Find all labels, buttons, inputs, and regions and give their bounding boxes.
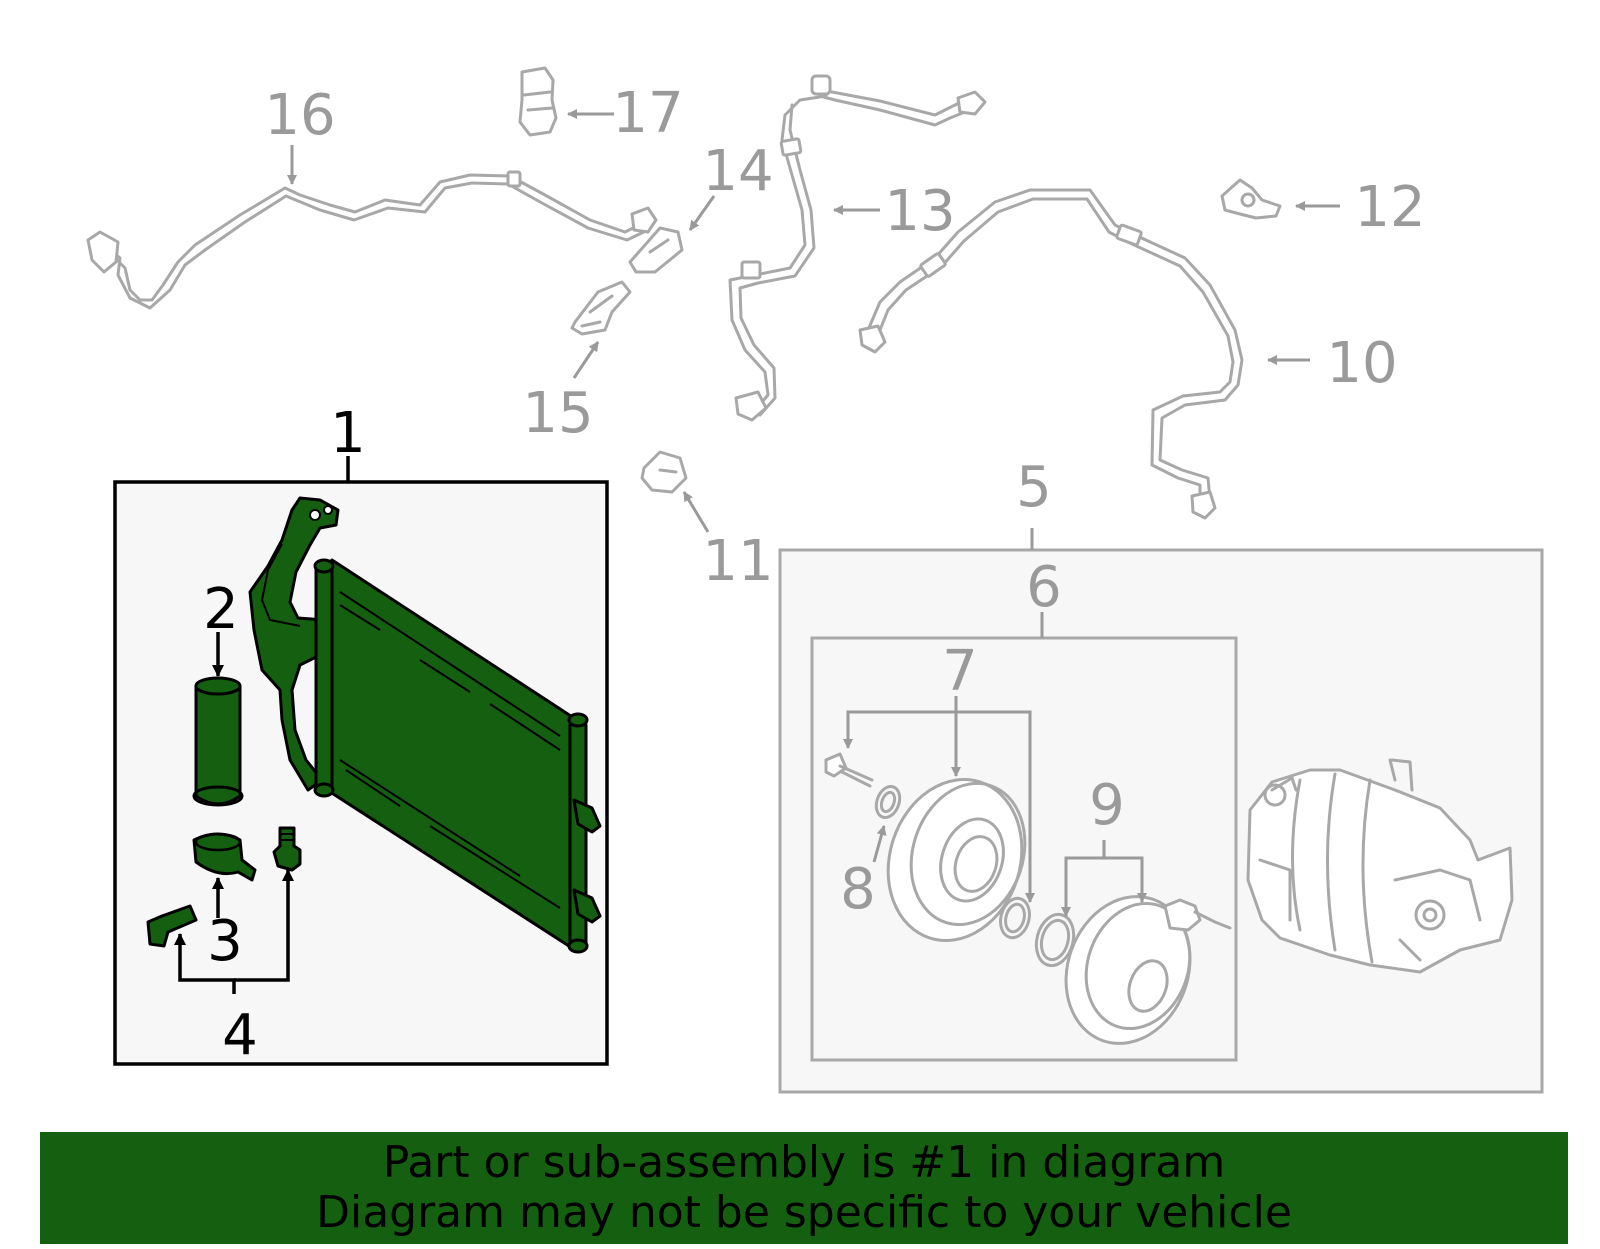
callout-8: 8 [840,857,876,922]
receiver-drier-2[interactable] [192,676,244,807]
snap-ring-7[interactable] [996,895,1033,941]
leaders-box-1 [174,632,294,994]
plug-4[interactable] [272,826,302,872]
condenser-1[interactable] [248,496,602,954]
compressor-5[interactable] [1246,758,1514,974]
hose-16[interactable] [86,170,658,310]
bracket-14[interactable] [628,226,684,274]
clamp-3[interactable] [192,832,257,882]
callout-13: 13 [884,179,955,244]
bolt-7[interactable] [824,752,874,788]
field-coil-9[interactable] [1046,879,1232,1061]
callout-3: 3 [207,909,243,974]
callout-14: 14 [702,139,773,204]
leaders-grey [287,109,1340,917]
callout-12: 12 [1354,175,1425,240]
callout-17: 17 [612,81,683,146]
cap-11[interactable] [640,450,688,494]
callout-9: 9 [1089,773,1125,838]
callout-5: 5 [1016,455,1052,520]
banner-line-1: Part or sub-assembly is #1 in diagram [382,1137,1226,1188]
bracket-15[interactable] [570,280,632,336]
callout-6: 6 [1026,555,1062,620]
bolt-4[interactable] [146,904,198,948]
callout-11: 11 [702,529,773,594]
washer-8[interactable] [872,783,904,821]
hose-13[interactable] [728,74,987,422]
banner-line-2: Diagram may not be specific to your vehi… [316,1187,1292,1238]
callout-labels: 1 2 3 4 5 6 7 8 9 10 11 12 13 14 15 16 1… [203,81,1425,1068]
hose-10[interactable] [858,188,1244,520]
callout-4: 4 [222,1003,258,1068]
pulley-7[interactable] [868,762,1043,958]
callout-2: 2 [203,577,239,642]
bracket-12[interactable] [1220,178,1282,220]
callout-1: 1 [330,401,366,466]
callout-10: 10 [1326,331,1397,396]
callout-16: 16 [264,83,335,148]
pressure-switch-17[interactable] [518,66,558,137]
callout-7: 7 [942,639,978,704]
notice-banner: Part or sub-assembly is #1 in diagram Di… [40,1132,1568,1244]
callout-15: 15 [522,381,593,446]
